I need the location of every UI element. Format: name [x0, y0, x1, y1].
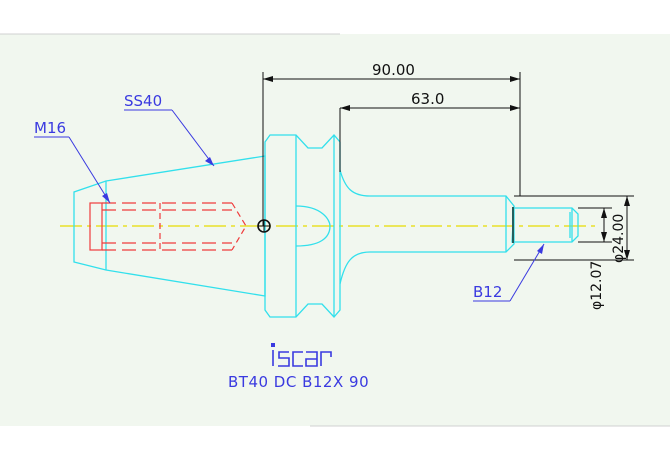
- label-m16: M16: [34, 119, 66, 137]
- label-ss40-leader: [171, 109, 215, 167]
- dim-diameter-12: φ12.07: [589, 261, 605, 310]
- dimension-arrows: [263, 76, 630, 260]
- label-b12-leader: [509, 243, 545, 302]
- thread-bore-head: [89, 202, 103, 251]
- label-m16-leader: [68, 136, 111, 204]
- logo-c: [292, 351, 303, 367]
- flange-pocket: [295, 205, 331, 247]
- drill-point: [231, 202, 247, 251]
- label-m16-arrow: [102, 193, 110, 203]
- arrow-12-top: [601, 208, 607, 218]
- label-b12-arrow: [537, 244, 544, 254]
- label-ss40-group: SS40: [124, 92, 215, 167]
- logo-s: [278, 351, 290, 367]
- arrow-63-left: [340, 105, 350, 111]
- dim-overall-length: 90.00: [372, 61, 415, 79]
- arrow-63-right: [510, 105, 520, 111]
- iscar-logo: [271, 343, 332, 367]
- label-b12-group: B12: [473, 243, 545, 302]
- label-ss40: SS40: [124, 92, 162, 110]
- logo-r: [320, 351, 332, 366]
- flange: [264, 134, 341, 318]
- dim-reach-length: 63.0: [411, 90, 444, 108]
- arrow-24-top: [624, 196, 630, 206]
- part-code: BT40 DC B12X 90: [228, 373, 369, 391]
- logo-a: [305, 351, 318, 367]
- label-ss40-arrow: [205, 157, 214, 166]
- drawing-sheet: [0, 34, 670, 426]
- arrow-12-bottom: [601, 232, 607, 242]
- logo-i-dot: [271, 343, 275, 347]
- label-m16-group: M16: [34, 119, 111, 204]
- m16-thread: [89, 202, 247, 251]
- arrow-90-left: [263, 76, 273, 82]
- label-b12: B12: [473, 283, 502, 301]
- arrow-24-bottom: [624, 250, 630, 260]
- arrow-90-right: [510, 76, 520, 82]
- dim-diameter-24: φ24.00: [611, 214, 627, 263]
